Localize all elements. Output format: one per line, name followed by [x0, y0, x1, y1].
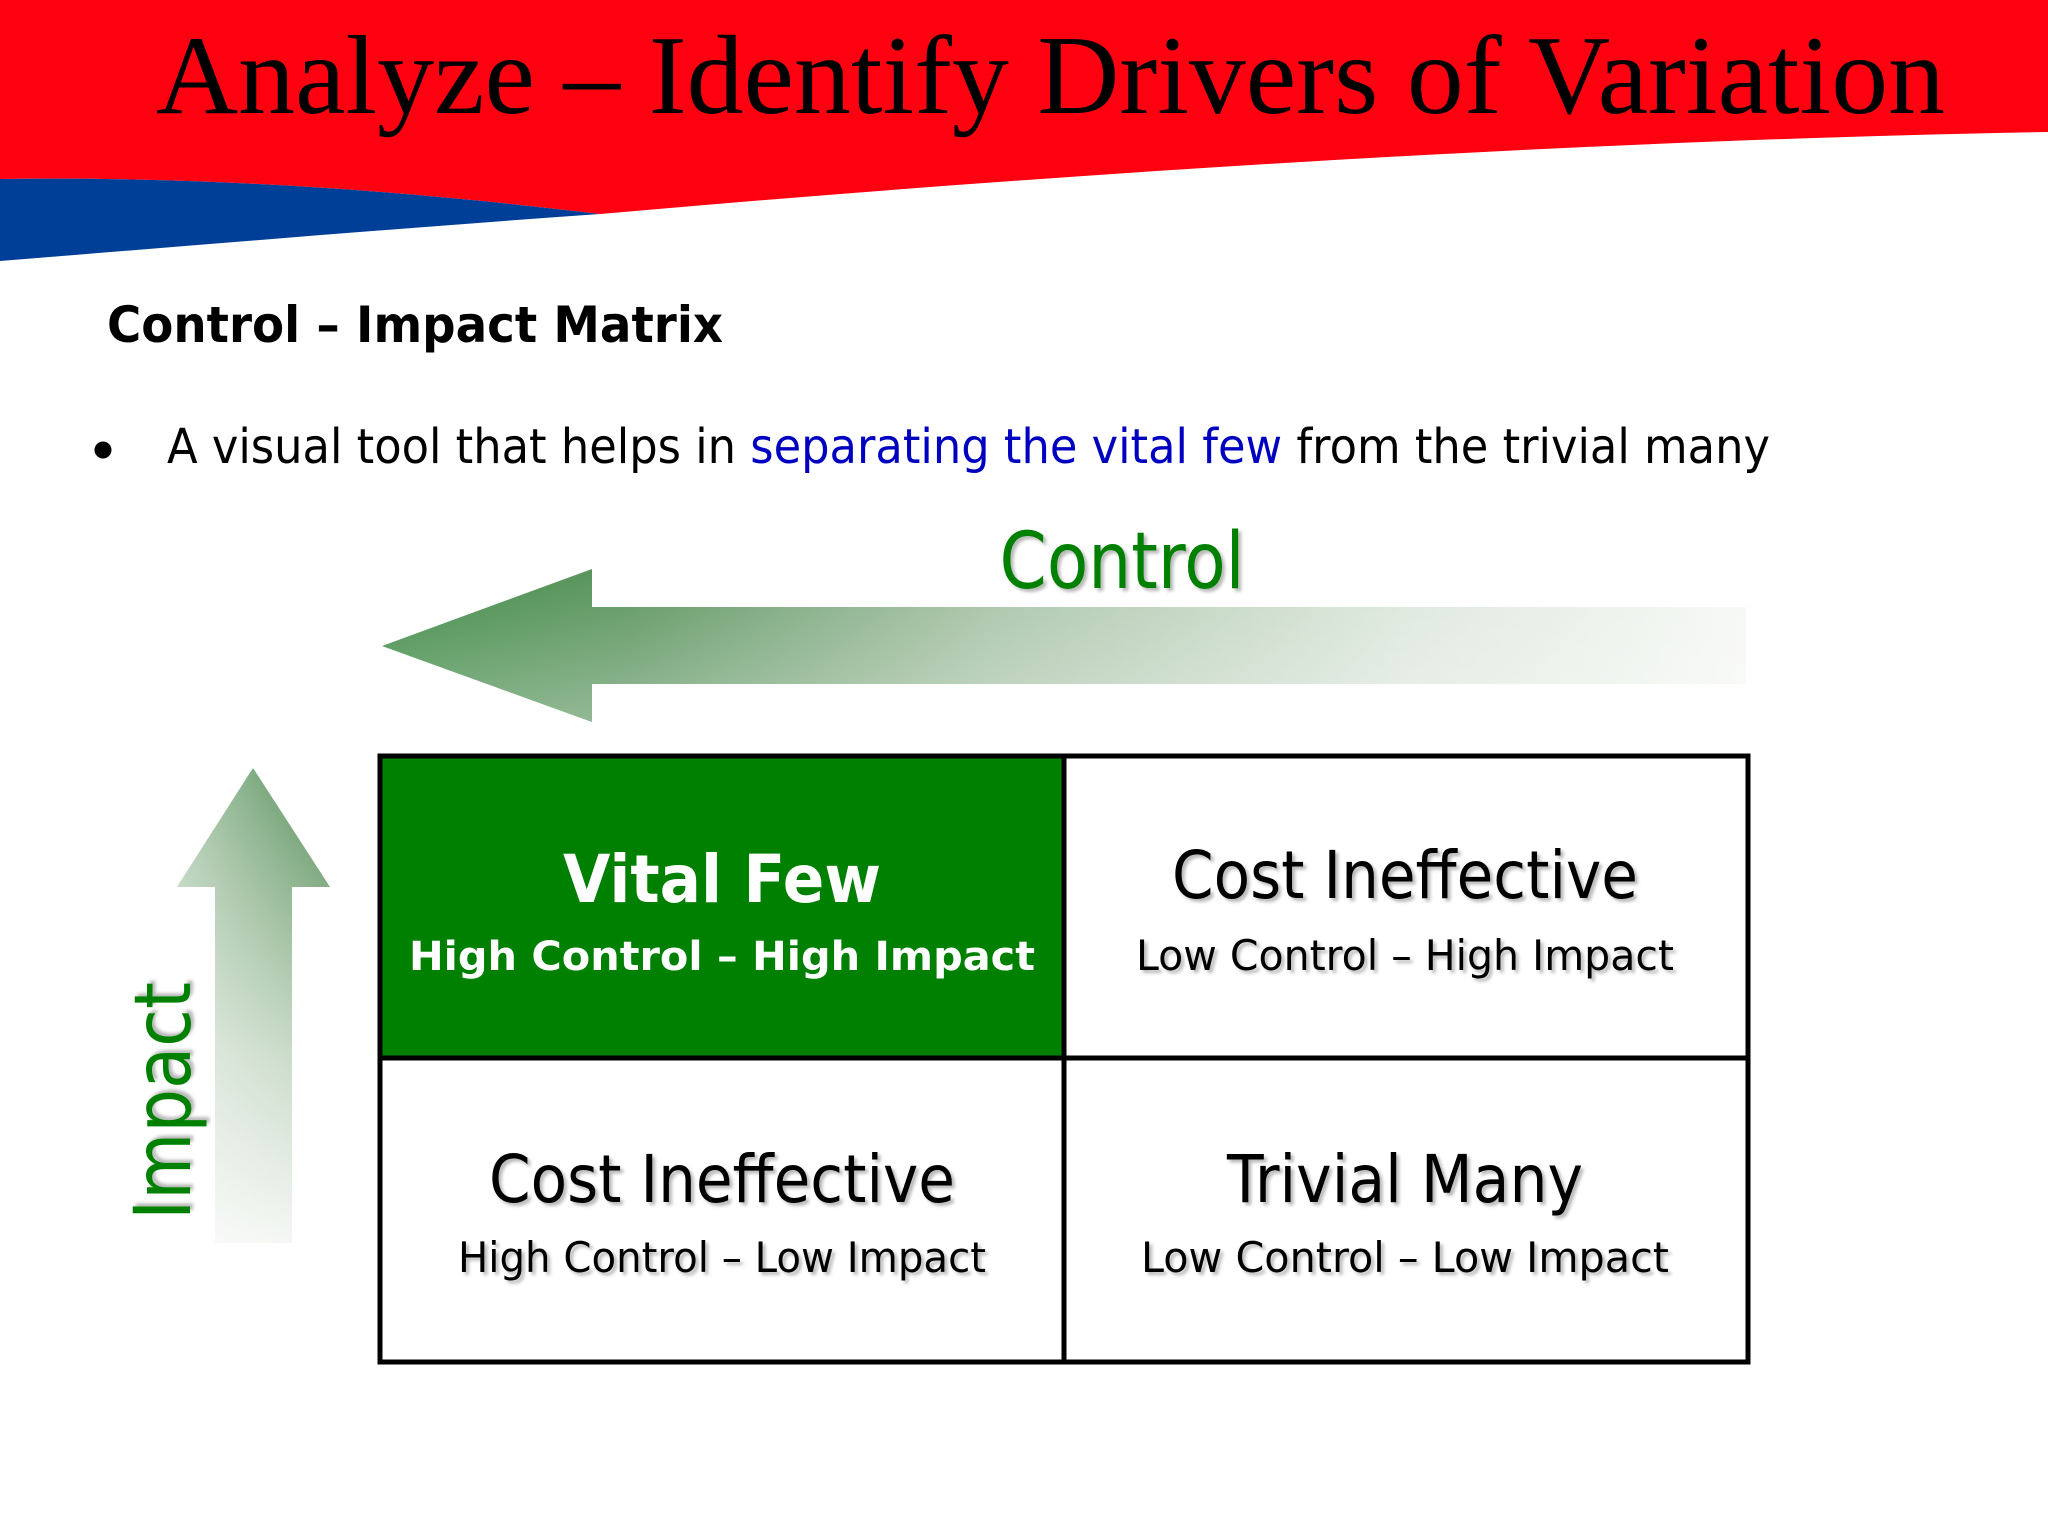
cell-subtitle: Low Control – High Impact: [1136, 931, 1674, 980]
matrix-cell-cost-ineffective-low-impact: Cost Ineffective High Control – Low Impa…: [458, 1141, 986, 1282]
bullet-dot-icon: [94, 441, 112, 459]
cell-title: Cost Ineffective: [489, 1141, 955, 1218]
cell-subtitle: High Control – Low Impact: [458, 1233, 986, 1282]
section-heading: Control – Impact Matrix: [107, 296, 723, 354]
cell-subtitle: High Control – High Impact: [409, 934, 1035, 980]
control-impact-matrix: Vital Few High Control – High Impact Cos…: [377, 753, 1751, 1365]
impact-arrow-icon: [177, 768, 330, 1243]
cell-subtitle: Low Control – Low Impact: [1141, 1233, 1669, 1282]
matrix-cell-cost-ineffective-low-control: Cost Ineffective Low Control – High Impa…: [1136, 837, 1674, 980]
matrix-cell-trivial-many: Trivial Many Low Control – Low Impact: [1141, 1141, 1669, 1282]
control-axis-label: Control: [1000, 517, 1245, 607]
bullet-text: A visual tool that helps in separating t…: [167, 419, 1770, 475]
bullet-text-prefix: A visual tool that helps in: [167, 419, 750, 475]
header-banner: [0, 0, 2048, 261]
cell-top-left-fill: [380, 756, 1064, 1058]
cell-title: Trivial Many: [1226, 1141, 1583, 1218]
control-arrow-icon: [382, 569, 1746, 722]
slide-title: Analyze – Identify Drivers of Variation: [156, 14, 1945, 138]
bullet-text-suffix: from the trivial many: [1282, 419, 1770, 475]
header-red-band: [0, 0, 2048, 214]
matrix-cell-vital-few: Vital Few High Control – High Impact: [409, 841, 1035, 980]
bullet-text-highlight: separating the vital few: [750, 419, 1282, 475]
impact-axis-label: Impact: [119, 982, 209, 1220]
cell-title: Vital Few: [563, 841, 881, 918]
header-blue-band: [0, 178, 600, 261]
cell-title: Cost Ineffective: [1172, 837, 1638, 914]
